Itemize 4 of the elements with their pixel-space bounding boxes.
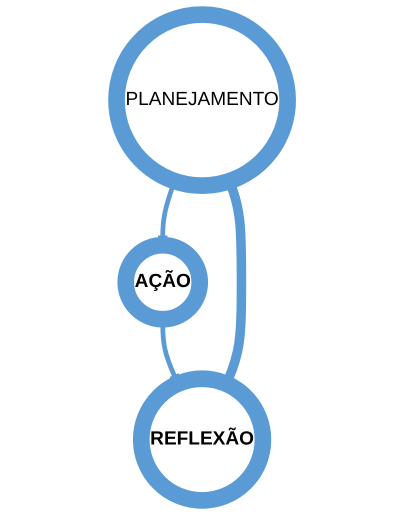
node-circle [117, 236, 208, 328]
node-circle [108, 6, 296, 194]
node-circle [132, 370, 272, 509]
cycle-diagram: PLANEJAMENTO AÇÃO REFLEXÃO [106, 5, 298, 510]
